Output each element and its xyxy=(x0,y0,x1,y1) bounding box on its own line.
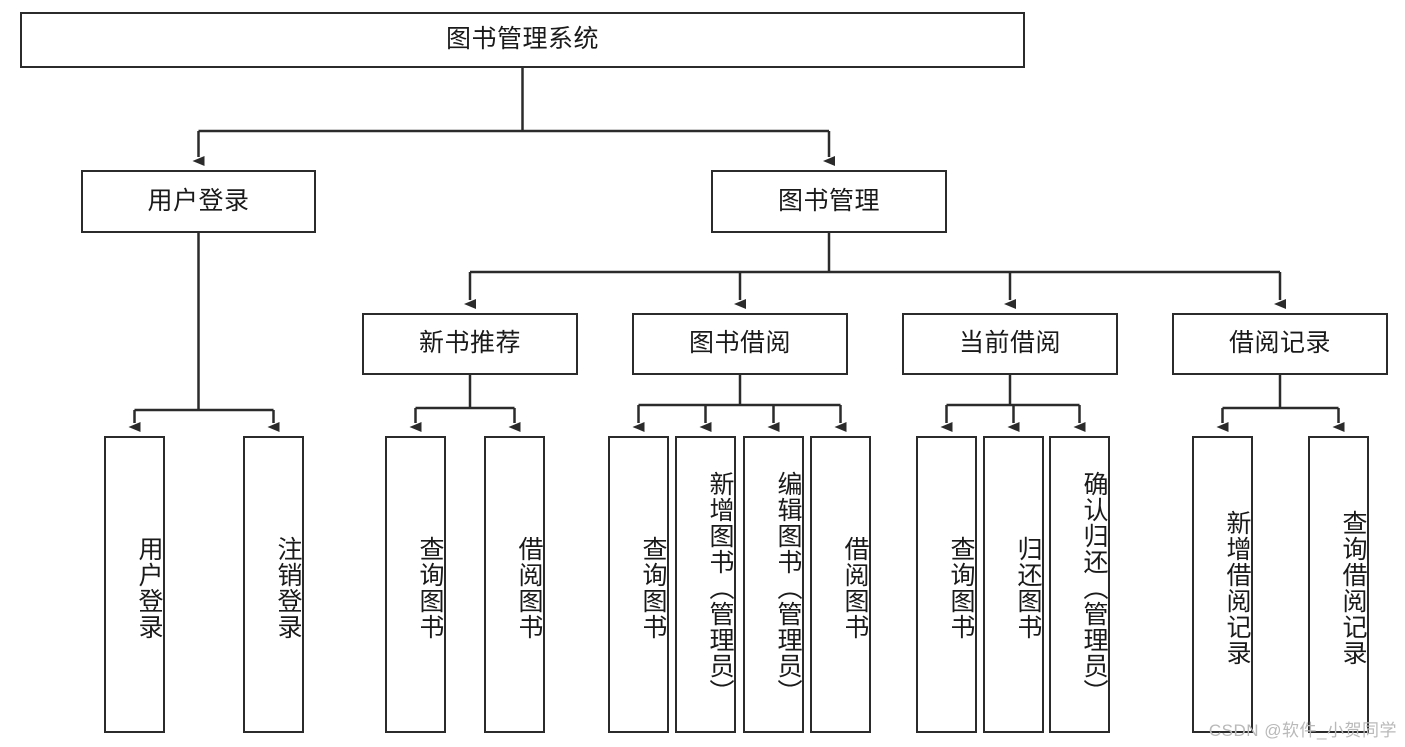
node-leaf-query-book-3[interactable]: 查询图书 xyxy=(916,436,977,733)
node-new-book-recommend[interactable]: 新书推荐 xyxy=(362,313,578,375)
node-label: 归还图书 xyxy=(1014,535,1042,640)
csdn-watermark: CSDN @软件_小贺同学 xyxy=(1208,721,1397,740)
node-root[interactable]: 图书管理系统 xyxy=(20,12,1025,68)
node-leaf-edit-book[interactable]: 编辑图书（管理员） xyxy=(743,436,804,733)
node-label: 用户登录 xyxy=(135,535,163,640)
node-leaf-borrow-book-1[interactable]: 借阅图书 xyxy=(484,436,545,733)
node-label: 编辑图书（管理员） xyxy=(774,470,802,705)
node-label: 图书管理 xyxy=(777,186,880,215)
node-label: 查询图书 xyxy=(639,535,667,640)
node-borrow-record[interactable]: 借阅记录 xyxy=(1172,313,1388,375)
node-label: 查询图书 xyxy=(416,535,444,640)
node-leaf-add-record[interactable]: 新增借阅记录 xyxy=(1192,436,1253,733)
node-leaf-borrow-book-2[interactable]: 借阅图书 xyxy=(810,436,871,733)
node-label: 新增借阅记录 xyxy=(1223,509,1251,666)
node-leaf-return-book[interactable]: 归还图书 xyxy=(983,436,1044,733)
node-label: 新书推荐 xyxy=(418,329,521,358)
node-book-borrow[interactable]: 图书借阅 xyxy=(632,313,848,375)
node-label: 图书管理系统 xyxy=(445,25,599,54)
node-label: 注销登录 xyxy=(274,535,302,640)
node-leaf-user-logout[interactable]: 注销登录 xyxy=(243,436,304,733)
node-book-manage[interactable]: 图书管理 xyxy=(711,170,947,233)
node-label: 借阅记录 xyxy=(1228,329,1331,358)
node-current-borrow[interactable]: 当前借阅 xyxy=(902,313,1118,375)
node-label: 新增图书（管理员） xyxy=(706,470,734,705)
node-label: 确认归还（管理员） xyxy=(1080,470,1108,705)
node-leaf-add-book[interactable]: 新增图书（管理员） xyxy=(675,436,736,733)
node-label: 当前借阅 xyxy=(958,329,1061,358)
node-label: 查询借阅记录 xyxy=(1339,509,1367,666)
node-label: 图书借阅 xyxy=(688,329,791,358)
node-label: 借阅图书 xyxy=(515,535,543,640)
node-user-login[interactable]: 用户登录 xyxy=(81,170,316,233)
node-label: 查询图书 xyxy=(947,535,975,640)
node-leaf-query-record[interactable]: 查询借阅记录 xyxy=(1308,436,1369,733)
node-leaf-confirm-return[interactable]: 确认归还（管理员） xyxy=(1049,436,1110,733)
node-leaf-query-book-1[interactable]: 查询图书 xyxy=(385,436,446,733)
node-label: 借阅图书 xyxy=(841,535,869,640)
node-label: 用户登录 xyxy=(147,186,250,215)
node-leaf-query-book-2[interactable]: 查询图书 xyxy=(608,436,669,733)
node-leaf-user-login[interactable]: 用户登录 xyxy=(104,436,165,733)
